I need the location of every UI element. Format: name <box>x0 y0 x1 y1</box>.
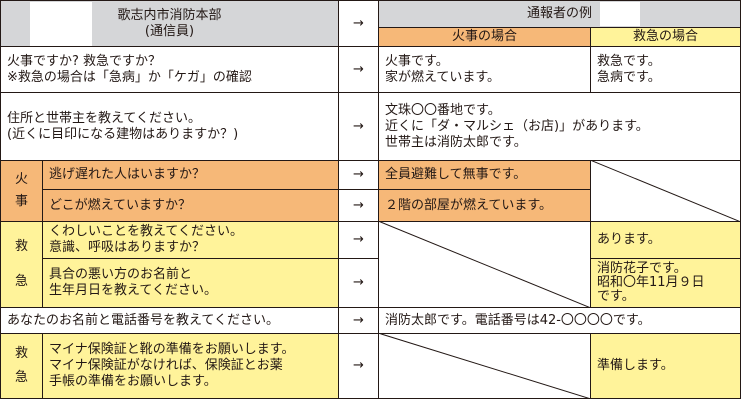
question-text: どこが燃えていますか？ <box>49 197 191 213</box>
answer-text: 準備します。 <box>597 358 674 373</box>
ambulance-case-header: 救急の場合 <box>590 27 741 47</box>
answer-text: 文珠〇〇番地です。 <box>385 102 501 118</box>
arrow-icon: → <box>353 358 364 373</box>
question-text: マイナ保険証と靴の準備をお願いします。 <box>49 342 295 357</box>
caller-header: 通報者の例 <box>378 0 741 28</box>
group-char: 事 <box>14 194 28 209</box>
ambulance-answer-cell: あります。 <box>590 221 741 259</box>
group-char: 救 <box>14 239 28 255</box>
empty-cell <box>378 221 591 308</box>
arrow-cell: → <box>338 221 379 259</box>
answer-text: 救急です。 <box>597 53 661 69</box>
blank-patch <box>30 2 92 46</box>
answer-cell: 消防太郎です。電話番号は42-〇〇〇〇です。 <box>378 307 741 334</box>
fire-case-header: 火事の場合 <box>378 27 591 47</box>
answer-text: 近くに「ダ・マルシェ（お店)」があります。 <box>385 118 649 134</box>
answer-text: 消防太郎です。電話番号は42-〇〇〇〇です。 <box>385 312 651 328</box>
ambulance-case-label: 救急の場合 <box>632 29 698 44</box>
ambulance-answer-cell: 準備します。 <box>590 333 741 399</box>
arrow-cell: → <box>338 333 379 399</box>
question-cell: あなたのお名前と電話番号を教えてください。 <box>0 307 339 334</box>
fire-answer-cell: 火事です。家が燃えています。 <box>378 46 591 93</box>
answer-text: です。 <box>597 289 635 304</box>
group-char: 急 <box>14 273 28 289</box>
question-cell: マイナ保険証と靴の準備をお願いします。マイナ保険証がなければ、保険証とお薬手帳の… <box>42 333 339 399</box>
arrow-icon: → <box>353 275 364 290</box>
question-text: 逃げ遅れた人はいますか？ <box>49 167 206 182</box>
question-text: くわしいことを教えてください。 <box>49 224 243 239</box>
arrow-icon: → <box>353 61 364 77</box>
answer-text: 全員避難して無事です。 <box>385 167 527 182</box>
arrow-icon: → <box>353 167 364 182</box>
arrow-cell: → <box>338 160 379 190</box>
ambulance-answer-cell: 消防花子です。昭和〇年11月９日です。 <box>590 258 741 308</box>
ambulance-answer-cell: 救急です。急病です。 <box>590 46 741 93</box>
caller-title: 通報者の例 <box>526 6 592 21</box>
arrow-icon: → <box>353 15 364 31</box>
fire-group-label: 火事 <box>0 160 43 222</box>
question-text: 生年月日を教えてください。 <box>49 283 217 298</box>
fire-answer-cell: 全員避難して無事です。 <box>378 160 591 190</box>
question-text: あなたのお名前と電話番号を教えてください。 <box>7 312 279 328</box>
question-text: 火事ですか? 救急ですか？ <box>7 53 162 69</box>
question-text: (近くに目印になる建物はありますか？) <box>7 126 239 142</box>
arrow-cell: → <box>338 258 379 308</box>
answer-text: 世帯主は消防太郎です。 <box>385 134 527 150</box>
answer-text: 家が燃えています。 <box>385 69 501 85</box>
ambulance-group-label: 救急 <box>0 221 43 308</box>
answer-text: あります。 <box>597 232 661 247</box>
group-char: 火 <box>14 172 28 187</box>
group-char: 急 <box>14 370 28 385</box>
empty-cell <box>378 333 591 399</box>
question-cell: 火事ですか? 救急ですか？※救急の場合は「急病」か「ケガ」の確認 <box>0 46 339 93</box>
answer-text: 火事です。 <box>385 53 449 69</box>
arrow-icon: → <box>353 118 364 134</box>
question-cell: 逃げ遅れた人はいますか？ <box>42 160 339 190</box>
arrow-icon: → <box>353 232 364 247</box>
question-text: 住所と世帯主を教えてください。 <box>7 110 201 126</box>
ambulance-group-label: 救急 <box>0 333 43 399</box>
question-cell: くわしいことを教えてください。意識、呼吸はありますか？ <box>42 221 339 259</box>
dispatcher-title: 歌志内市消防本部 <box>117 7 222 23</box>
question-text: 具合の悪い方のお名前と <box>49 267 193 282</box>
question-cell: 住所と世帯主を教えてください。(近くに目印になる建物はありますか？) <box>0 92 339 161</box>
fire-answer-cell: ２階の部屋が燃えています。 <box>378 189 591 222</box>
arrow-cell: → <box>338 189 379 222</box>
empty-cell <box>590 160 741 222</box>
arrow-cell: → <box>338 92 379 161</box>
answer-cell: 文珠〇〇番地です。近くに「ダ・マルシェ（お店)」があります。世帯主は消防太郎です… <box>378 92 741 161</box>
arrow-header: → <box>338 0 379 47</box>
dispatcher-subtitle: (通信員) <box>144 23 195 39</box>
arrow-cell: → <box>338 307 379 334</box>
arrow-cell: → <box>338 46 379 93</box>
answer-text: 昭和〇年11月９日 <box>597 275 705 290</box>
group-char: 救 <box>14 346 28 361</box>
question-cell: どこが燃えていますか？ <box>42 189 339 222</box>
blank-patch <box>600 2 640 26</box>
question-text: マイナ保険証がなければ、保険証とお薬 <box>49 358 283 373</box>
fire-case-label: 火事の場合 <box>451 29 517 44</box>
question-text: ※救急の場合は「急病」か「ケガ」の確認 <box>7 69 252 85</box>
answer-text: ２階の部屋が燃えています。 <box>385 197 553 213</box>
question-text: 手帳の準備をお願いします。 <box>49 374 217 389</box>
question-cell: 具合の悪い方のお名前と生年月日を教えてください。 <box>42 258 339 308</box>
answer-text: 消防花子です。 <box>597 261 687 276</box>
answer-text: 急病です。 <box>597 69 661 85</box>
question-text: 意識、呼吸はありますか？ <box>49 240 206 255</box>
arrow-icon: → <box>353 197 364 213</box>
arrow-icon: → <box>353 312 364 328</box>
